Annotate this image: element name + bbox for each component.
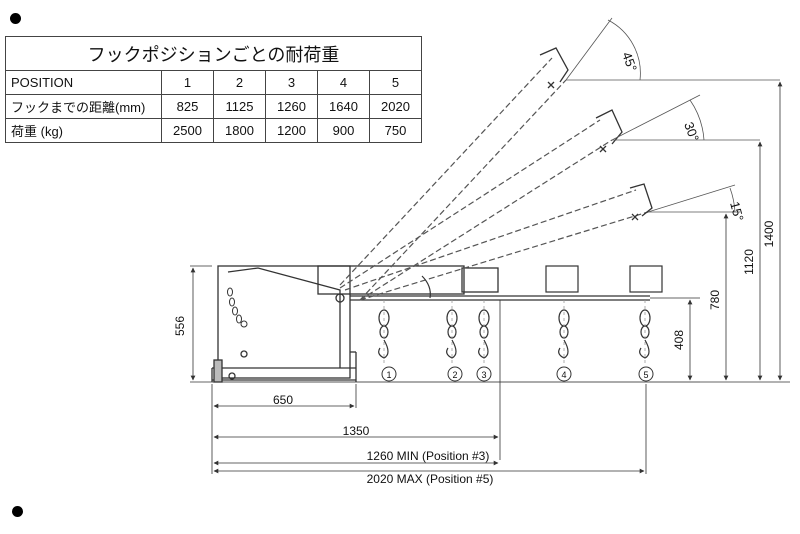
vertical-dimensions: [190, 81, 790, 383]
boom-raised-45: [339, 57, 567, 301]
dim-label-1120: 1120: [742, 249, 756, 275]
boom-tips: [539, 47, 653, 221]
boom-horizontal: [317, 265, 650, 303]
angle-label-30: 30°: [681, 120, 702, 144]
dim-label-1350: 1350: [343, 424, 370, 438]
dim-label-1400: 1400: [762, 220, 776, 247]
table-row-distance: フックまでの距離(mm) 825 1125 1260 1640 2020: [5, 94, 422, 119]
hook-position-dashes: [383, 300, 646, 366]
position-label-2: 2: [452, 370, 457, 380]
dim-label-650: 650: [273, 393, 293, 407]
table-title-row: フックポジションごとの耐荷重: [5, 36, 422, 71]
winch-chain: [227, 287, 248, 328]
boom-raised-15: [344, 189, 649, 301]
bullet-top: [10, 13, 21, 24]
table-cell: 1800: [213, 118, 266, 143]
table-row-load: 荷重 (kg) 2500 1800 1200 900 750: [5, 118, 422, 143]
dim-label-556: 556: [173, 316, 187, 336]
table-cell: 1200: [265, 118, 318, 143]
table-cell: 1640: [317, 94, 370, 119]
hook-assemblies: [378, 265, 663, 359]
horizontal-dimensions: [211, 300, 647, 474]
position-label-3: 3: [481, 370, 486, 380]
table-cell: 4: [317, 70, 370, 95]
table-cell: 1260: [265, 94, 318, 119]
table-cell: 2500: [161, 118, 214, 143]
angle-label-45: 45°: [619, 50, 640, 74]
dim-label-780: 780: [708, 290, 722, 310]
table-cell: 825: [161, 94, 214, 119]
crane-base: [211, 265, 357, 383]
row-label-position: POSITION: [5, 70, 162, 95]
position-markers: [381, 366, 654, 382]
dim-label-min: 1260 MIN (Position #3): [367, 449, 490, 463]
capacity-table: フックポジションごとの耐荷重 POSITION 1 2 3 4 5 フックまでの…: [5, 36, 422, 143]
position-label-1: 1: [386, 370, 391, 380]
row-label-load: 荷重 (kg): [5, 118, 162, 143]
table-title: フックポジションごとの耐荷重: [5, 36, 422, 71]
table-cell: 1125: [213, 94, 266, 119]
dim-label-max: 2020 MAX (Position #5): [367, 472, 494, 486]
row-label-distance: フックまでの距離(mm): [5, 94, 162, 119]
table-cell: 900: [317, 118, 370, 143]
bullet-bottom: [12, 506, 23, 517]
angle-lines: [565, 17, 780, 213]
position-label-4: 4: [561, 370, 566, 380]
table-cell: 750: [369, 118, 422, 143]
table-cell: 2020: [369, 94, 422, 119]
boom-raised-30: [339, 119, 613, 301]
angle-label-15: 15°: [727, 200, 747, 223]
dim-label-408: 408: [672, 330, 686, 350]
position-label-5: 5: [643, 370, 648, 380]
